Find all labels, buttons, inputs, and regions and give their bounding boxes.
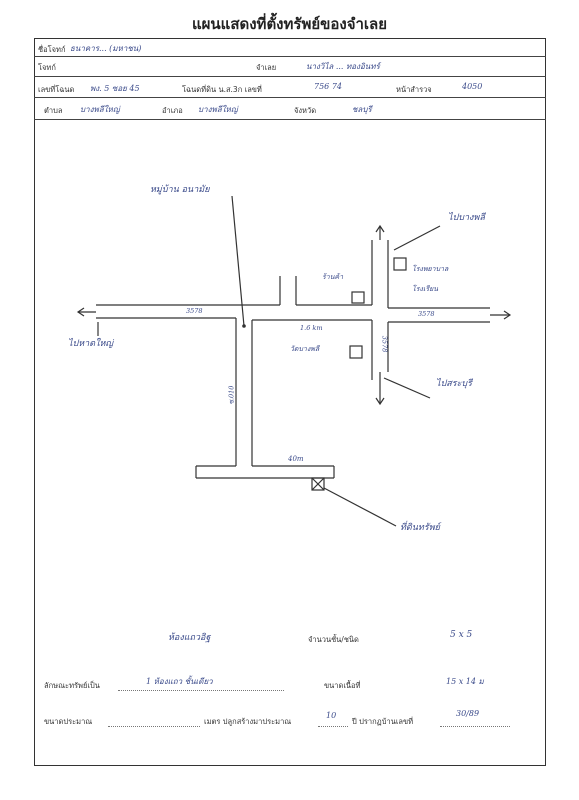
arrow-right-head <box>503 310 512 320</box>
arrow-down-head <box>375 397 385 406</box>
age-value: 10 <box>326 711 337 720</box>
shop-box <box>351 291 365 304</box>
defendant-label: จำเลย <box>256 63 277 72</box>
header-row-divider-2 <box>34 76 546 77</box>
age-dots <box>318 726 348 727</box>
property-leader <box>323 487 397 527</box>
floors-label: จำนวนชั้น/ชนิด <box>308 635 359 644</box>
hospital-box <box>393 257 407 271</box>
property-type-label: ลักษณะทรัพย์เป็น <box>44 681 100 690</box>
temple-label: วัดบางพลี <box>290 345 320 353</box>
land-no-label: โฉนดที่ดิน น.ส.3ก เลขที่ <box>182 85 262 94</box>
property-type-dots <box>118 690 284 691</box>
deed-value: พง. 5 ซอย 45 <box>90 84 140 93</box>
defendant-value: นางวิไล ... ทองอินทร์ <box>306 62 380 71</box>
plaintiff-label: โจทก์ <box>38 63 56 72</box>
shop-label: ร้านค้า <box>322 273 344 281</box>
property-cross-2 <box>311 477 325 491</box>
survey-label: หน้าสำรวจ <box>396 85 432 94</box>
deed-label: เลขที่โฉนด <box>38 85 75 94</box>
size-right-label: ขนาดเนื้อที่ <box>324 681 361 690</box>
header-row-divider-1 <box>34 56 546 57</box>
road-side-label: ซ.010 <box>227 385 236 405</box>
to-left-label: ไปหาดใหญ่ <box>68 339 114 349</box>
owner-label: ชื่อโจทก์ <box>38 45 66 54</box>
form-title: แผนแสดงที่ตั้งทรัพย์ของจำเลย <box>191 15 388 33</box>
header-row-divider-4 <box>34 119 546 120</box>
village-point <box>242 324 246 328</box>
size-label: ขนาดประมาณ <box>44 717 93 726</box>
right-leader <box>383 377 431 399</box>
survey-value: 4050 <box>462 82 483 91</box>
house-no-dots <box>440 726 510 727</box>
province-label: จังหวัด <box>294 106 317 115</box>
to-right-label: ไปสระบุรี <box>436 379 472 389</box>
province-value: ชลบุรี <box>352 105 372 114</box>
distance-2-label: 40m <box>288 455 304 463</box>
header-row-divider-3 <box>34 97 546 98</box>
subdistrict-label: ตำบล <box>44 106 63 115</box>
to-top-label: ไปบางพลี <box>448 213 485 223</box>
size-unit-label: เมตร ปลูกสร้างมาประมาณ <box>204 717 292 726</box>
temple-box <box>349 345 363 359</box>
school-label: โรงเรียน <box>412 285 438 293</box>
building-type-value: ห้องแถวอิฐ <box>168 633 211 643</box>
house-no-value: 30/89 <box>456 709 480 718</box>
floors-value: 5 x 5 <box>450 630 473 640</box>
village-leader <box>231 195 245 327</box>
arrow-up-head <box>375 224 385 233</box>
owner-value: ธนาคาร... (มหาชน) <box>70 44 142 53</box>
top-leader <box>393 225 441 251</box>
property-label: ที่ดินทรัพย์ <box>400 523 440 533</box>
size-right-value: 15 x 14 ม <box>446 677 484 686</box>
age-unit-label: ปี ปรากฏบ้านเลขที่ <box>352 717 414 726</box>
road-top-right-label: 3578 <box>418 310 435 318</box>
road-vertical-label: 3578 <box>380 335 389 353</box>
land-no-value: 756 74 <box>314 82 342 91</box>
hospital-label: โรงพยาบาล <box>412 265 449 273</box>
road-top-left-label: 3578 <box>186 307 203 315</box>
arrow-left-head <box>76 307 85 317</box>
district-value: บางพลีใหญ่ <box>198 105 238 114</box>
property-box <box>311 477 325 491</box>
subdistrict-value: บางพลีใหญ่ <box>80 105 120 114</box>
form-frame <box>34 38 546 766</box>
property-type-value: 1 ห้องแถว ชั้นเดียว <box>146 677 213 686</box>
size-dots <box>108 726 200 727</box>
district-label: อำเภอ <box>162 106 183 115</box>
distance-1-label: 1.6 km <box>300 324 323 332</box>
village-label: หมู่บ้าน อนามัย <box>150 185 210 195</box>
